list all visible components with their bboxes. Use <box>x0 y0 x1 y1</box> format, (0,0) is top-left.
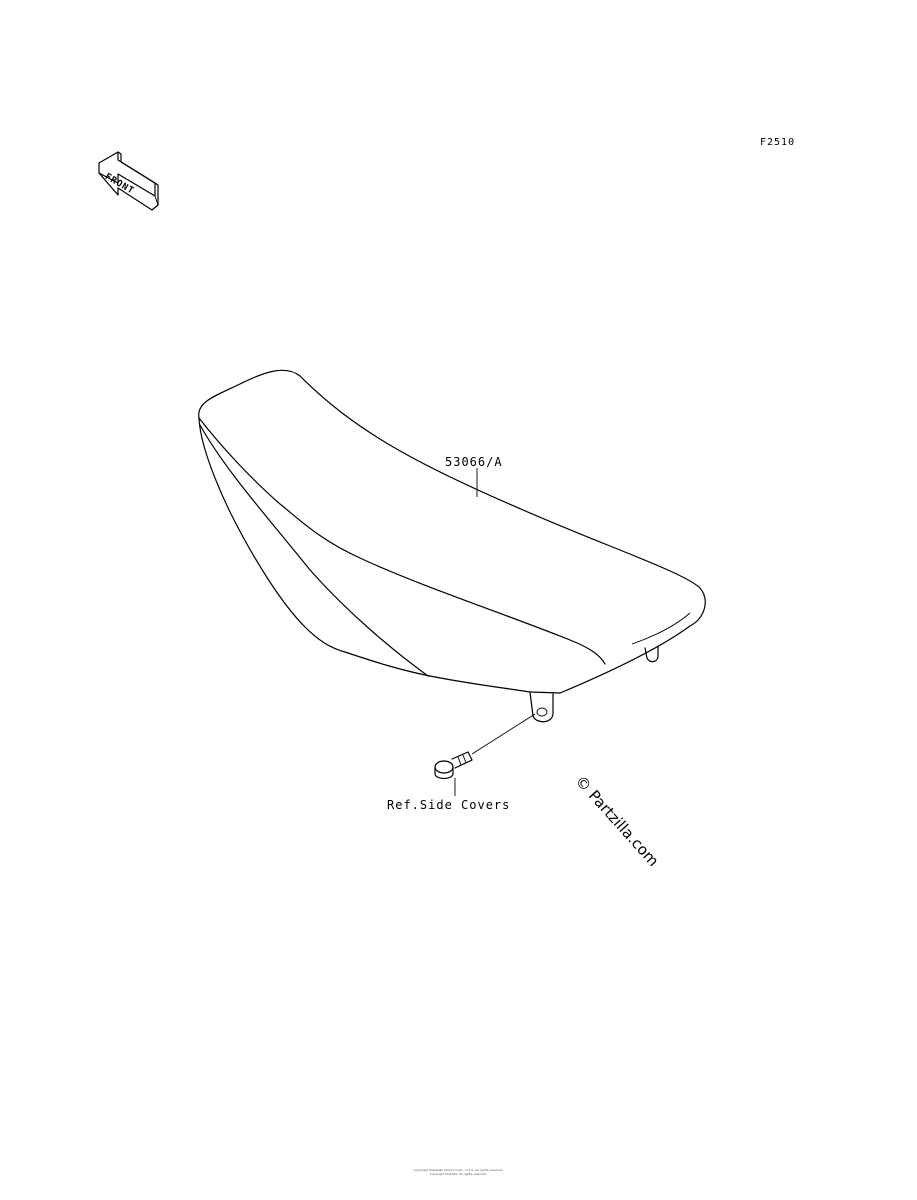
reference-note: Ref.Side Covers <box>387 798 511 812</box>
footer: Copyright Kawasaki Motors Corp., U.S.A. … <box>0 1168 917 1176</box>
bolt-part <box>434 751 473 780</box>
footer-line-1: Copyright Kawasaki Motors Corp., U.S.A. … <box>413 1168 504 1172</box>
figure-code: F2510 <box>760 137 796 148</box>
bolt-to-tab-leader <box>471 713 536 755</box>
seat-drawing <box>198 369 706 723</box>
footer-line-2: Copyright Partzilla. All rights reserved… <box>429 1172 488 1176</box>
seat-part-number: 53066/A <box>445 455 503 469</box>
front-arrow-icon <box>98 151 159 211</box>
